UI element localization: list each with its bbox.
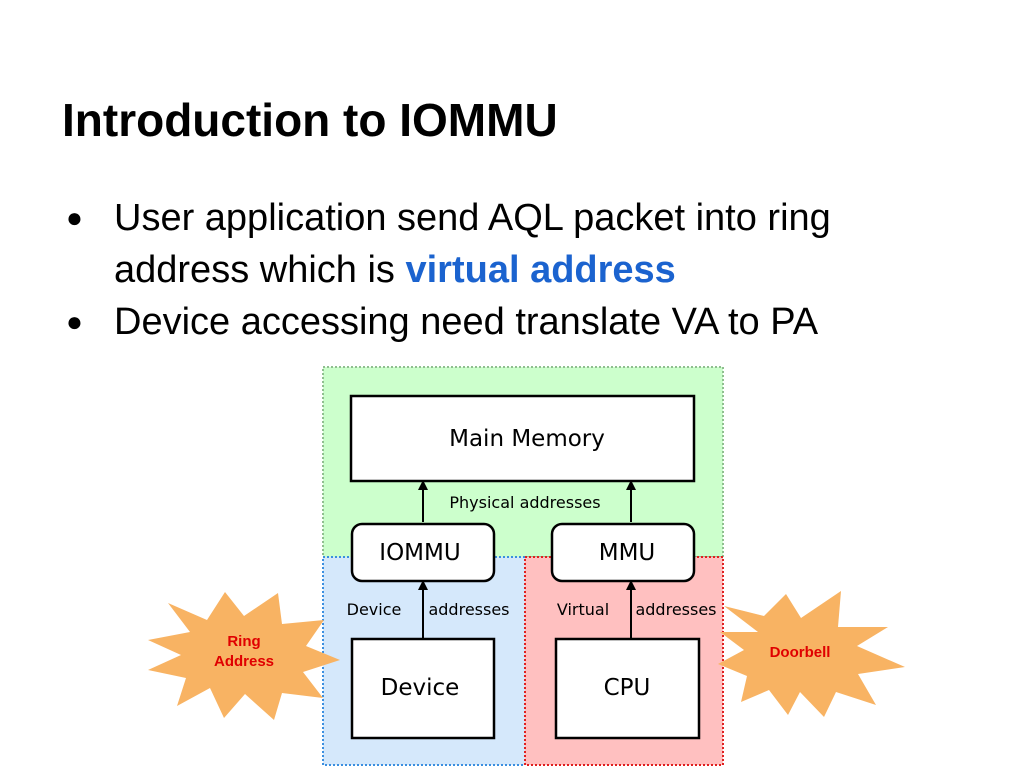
bullet-item: ● Device accessing need translate VA to … bbox=[66, 296, 966, 348]
bullet-list: ● User application send AQL packet into … bbox=[66, 192, 966, 348]
cpu-label: CPU bbox=[604, 675, 651, 701]
physical-addresses-label: Physical addresses bbox=[449, 493, 600, 512]
bullet-highlight: virtual address bbox=[405, 249, 676, 291]
main-memory-label: Main Memory bbox=[449, 426, 605, 452]
main-memory-box bbox=[349, 394, 696, 483]
ring-address-line2: Address bbox=[214, 653, 274, 670]
virtual-addr-label: Virtual bbox=[557, 600, 609, 619]
bullet-dot-icon: ● bbox=[66, 306, 83, 337]
doorbell-burst bbox=[718, 591, 905, 717]
device-label: Device bbox=[381, 675, 460, 701]
ring-address-line1: Ring bbox=[227, 633, 260, 650]
mmu-label: MMU bbox=[599, 540, 656, 566]
bullet-text: Device accessing need translate VA to PA bbox=[114, 301, 819, 343]
device-addr-label: Device bbox=[347, 600, 402, 619]
slide-title: Introduction to IOMMU bbox=[62, 94, 558, 146]
device-addresses-label: addresses bbox=[428, 600, 509, 619]
bullet-dot-icon: ● bbox=[66, 202, 83, 233]
ring-address-burst bbox=[148, 592, 340, 720]
device-box bbox=[350, 637, 496, 740]
mmu-box bbox=[550, 522, 696, 583]
cpu-box bbox=[554, 637, 701, 740]
doorbell-label: Doorbell bbox=[770, 644, 831, 661]
iommu-label: IOMMU bbox=[379, 540, 460, 566]
virtual-addresses-label: addresses bbox=[635, 600, 716, 619]
bullet-text: User application send AQL packet into ri… bbox=[114, 197, 831, 291]
bullet-item: ● User application send AQL packet into … bbox=[66, 192, 966, 296]
